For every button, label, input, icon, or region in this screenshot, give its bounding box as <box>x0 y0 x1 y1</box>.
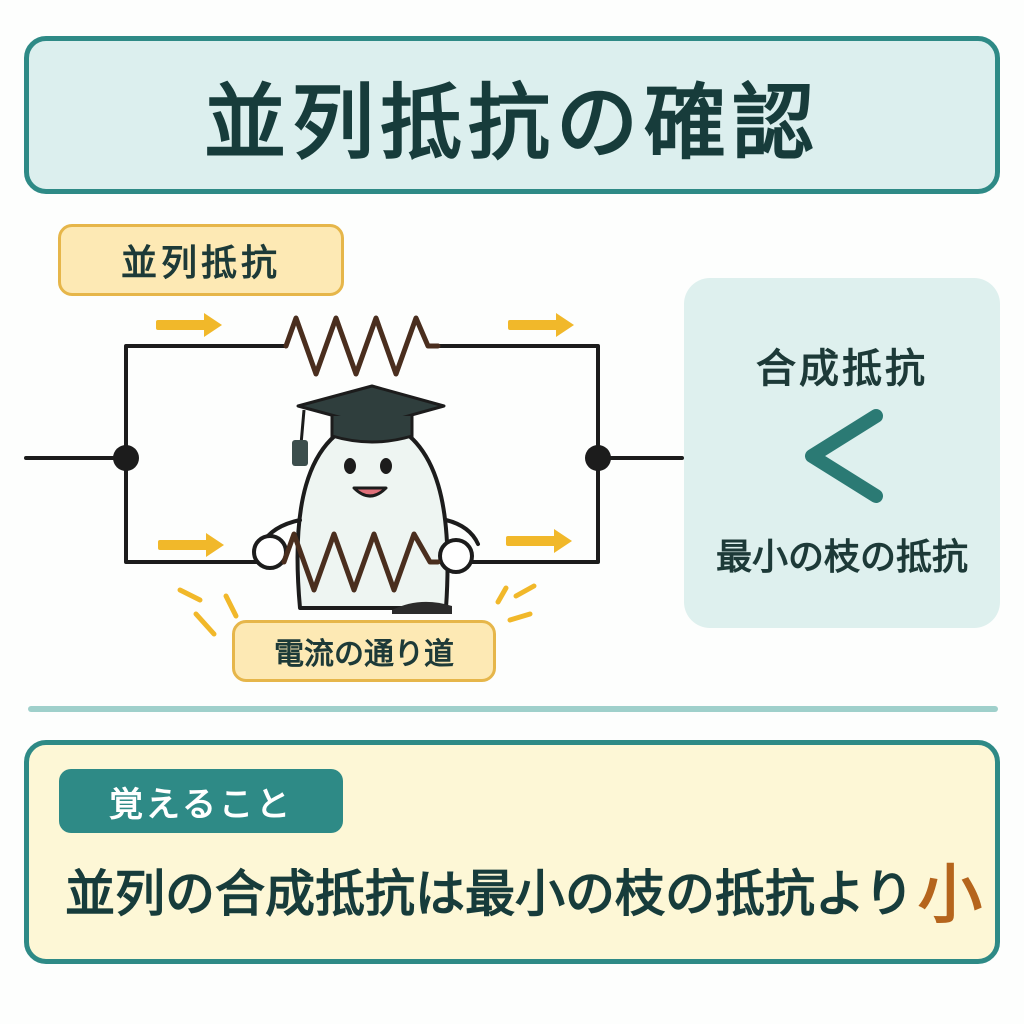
combined-resistance-label: 合成抵抗 <box>756 346 928 392</box>
title-banner: 並列抵抗の確認 <box>24 36 1000 194</box>
junction-node-left <box>113 445 139 471</box>
ghost-mascot-icon <box>252 416 480 614</box>
memo-statement-text: 並列の合成抵抗は最小の枝の抵抗より <box>65 865 914 923</box>
parallel-resistor-tag: 並列抵抗 <box>58 224 344 296</box>
top-resistor <box>283 315 441 377</box>
memo-emphasis: 小 <box>918 859 982 933</box>
motion-lines <box>177 583 537 637</box>
arrow-right-icon <box>158 533 224 557</box>
less-than-icon <box>805 409 883 503</box>
bottom-branch-wire-left <box>124 456 286 564</box>
arrow-right-icon <box>156 313 222 337</box>
graduation-cap-icon <box>292 384 446 466</box>
top-branch-wire-right <box>436 344 600 460</box>
smallest-branch-resistance-label: 最小の枝の抵抗 <box>715 537 968 578</box>
bottom-resistor <box>281 531 441 593</box>
bottom-branch-wire-right <box>436 456 600 564</box>
current-path-tag: 電流の通り道 <box>232 620 496 682</box>
arrow-right-icon <box>508 313 574 337</box>
memo-statement: 並列の合成抵抗は最小の枝の抵抗より 小 <box>65 845 985 935</box>
memo-label: 覚えること <box>59 769 343 833</box>
arrow-right-icon <box>506 529 572 553</box>
top-branch-wire-left <box>124 344 288 460</box>
comparison-panel: 合成抵抗 最小の枝の抵抗 <box>684 278 1000 628</box>
section-divider <box>28 706 998 712</box>
junction-node-right <box>585 445 611 471</box>
memo-panel: 覚えること 並列の合成抵抗は最小の枝の抵抗より 小 <box>24 740 1000 964</box>
circuit-wires <box>24 344 684 564</box>
page-title: 並列抵抗の確認 <box>203 75 820 171</box>
